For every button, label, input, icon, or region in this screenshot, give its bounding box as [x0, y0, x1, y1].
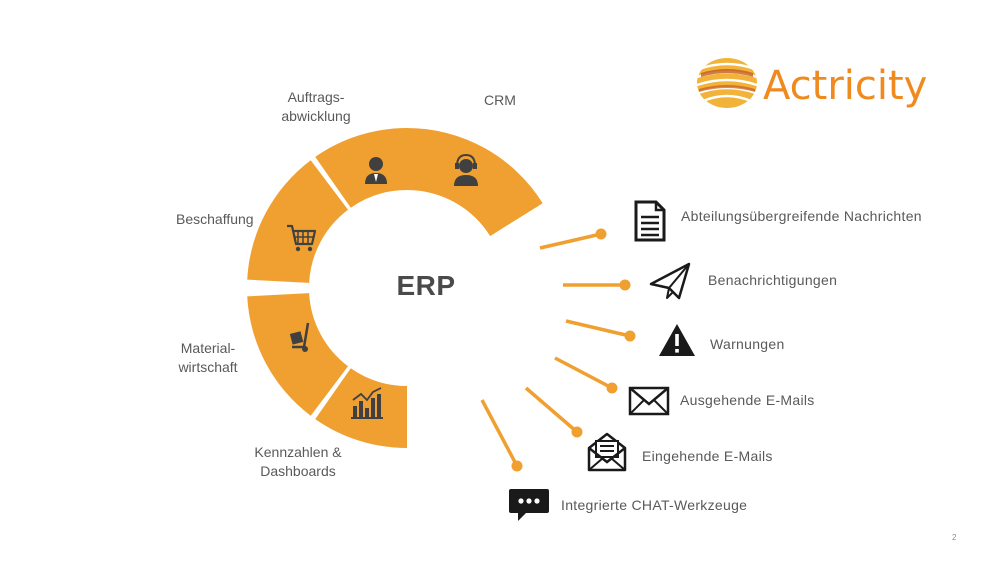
connector-nachrichten — [539, 228, 607, 250]
businessman-icon — [365, 157, 387, 184]
open-envelope-icon — [587, 432, 627, 472]
support-agent-icon — [454, 153, 478, 186]
erp-center-label: ERP — [396, 270, 456, 301]
logo-text: Actricity — [763, 63, 928, 109]
segment-material — [247, 293, 349, 416]
bar-chart-icon — [351, 387, 383, 419]
feature-label-chat: Integrierte CHAT-Werkzeuge — [561, 497, 748, 513]
actricity-logo-icon — [696, 58, 758, 108]
paper-plane-icon — [649, 262, 691, 300]
feature-label-eingehende: Eingehende E-Mails — [642, 448, 773, 464]
feature-label-warnungen: Warnungen — [710, 336, 785, 352]
segment-label-beschaffung: Beschaffung — [176, 211, 254, 227]
connector-warnungen — [565, 319, 636, 342]
segment-auftrag — [315, 128, 407, 208]
segment-label-auftrag: Auftrags- abwicklung — [281, 89, 351, 124]
segment-label-crm: CRM — [484, 92, 516, 108]
envelope-icon — [628, 386, 670, 416]
page-number: 2 — [952, 533, 957, 542]
hand-truck-icon — [289, 322, 310, 352]
feature-label-nachrichten: Abteilungsübergreifende Nachrichten — [681, 208, 922, 224]
connector-benachrichtigungen — [563, 279, 631, 291]
connector-ausgehende — [554, 356, 618, 394]
segment-beschaffung — [247, 160, 349, 283]
warning-icon — [659, 324, 695, 356]
feature-label-benachrichtigungen: Benachrichtigungen — [708, 272, 838, 288]
document-icon — [634, 200, 666, 242]
connector-chat — [480, 399, 523, 472]
chat-bubble-icon — [509, 489, 549, 521]
segment-label-kennzahlen: Kennzahlen & Dashboards — [254, 444, 342, 479]
shopping-cart-icon — [287, 224, 317, 252]
connector-eingehende — [524, 386, 583, 438]
feature-label-ausgehende: Ausgehende E-Mails — [680, 392, 815, 408]
segment-label-material: Material- wirtschaft — [178, 340, 238, 375]
